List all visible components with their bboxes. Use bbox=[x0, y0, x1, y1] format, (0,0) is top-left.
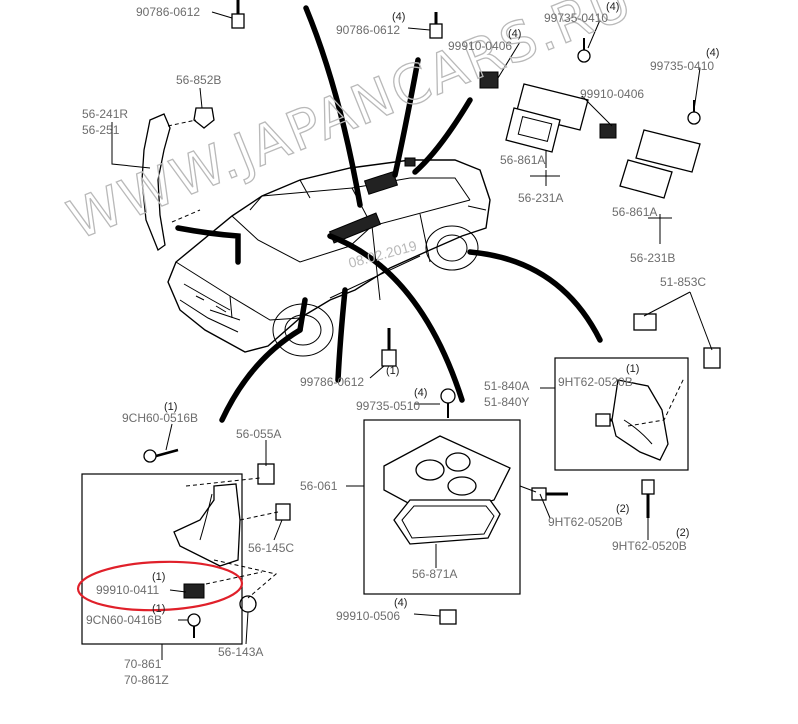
qty-99910-0411: (1) bbox=[152, 571, 165, 583]
clip-nut-icon bbox=[183, 583, 205, 599]
callout-lines bbox=[111, 11, 713, 660]
bolt-icon bbox=[143, 448, 179, 463]
label-9CH60[interactable]: 9CH60-0516B bbox=[122, 411, 198, 425]
screw-icon bbox=[687, 100, 701, 125]
fasteners bbox=[143, 0, 721, 638]
label-56-251[interactable]: 56-251 bbox=[82, 123, 120, 137]
floor-cover-part bbox=[383, 435, 511, 519]
qty-9HT62-right-b: (2) bbox=[676, 527, 689, 539]
qty-9CN60: (1) bbox=[152, 603, 165, 615]
label-56-231B[interactable]: 56-231B bbox=[630, 251, 675, 265]
label-51-840Y[interactable]: 51-840Y bbox=[484, 395, 529, 409]
label-56-852B[interactable]: 56-852B bbox=[176, 73, 221, 87]
qty-9CH60: (1) bbox=[164, 401, 177, 413]
large-parts bbox=[141, 83, 701, 567]
mud-flap-part bbox=[173, 483, 241, 567]
qty-99735-0510: (4) bbox=[414, 387, 427, 399]
label-56-241R[interactable]: 56-241R bbox=[82, 107, 128, 121]
clip-nut-icon bbox=[633, 313, 657, 331]
label-56-143A[interactable]: 56-143A bbox=[218, 645, 263, 659]
clip-nut-icon bbox=[703, 347, 721, 369]
qty-99910-0506: (4) bbox=[394, 597, 407, 609]
label-99910-0506[interactable]: 99910-0506 bbox=[336, 609, 400, 623]
seal-part bbox=[393, 499, 501, 545]
push-clip-icon bbox=[257, 463, 275, 485]
label-56-145C[interactable]: 56-145C bbox=[248, 541, 294, 555]
label-51-853C[interactable]: 51-853C bbox=[660, 275, 706, 289]
label-99735-top[interactable]: 99735-0410 bbox=[544, 11, 608, 25]
qty-99786: (1) bbox=[386, 365, 399, 377]
label-56-871A[interactable]: 56-871A bbox=[412, 567, 457, 581]
mud-flap-part bbox=[611, 379, 669, 461]
label-9CN60[interactable]: 9CN60-0416B bbox=[86, 613, 162, 627]
bolt-icon bbox=[641, 479, 655, 518]
bolt-icon bbox=[231, 0, 245, 29]
label-70-861[interactable]: 70-861 bbox=[124, 657, 162, 671]
screw-icon bbox=[577, 38, 591, 63]
rear-mud-flap-detail-box bbox=[554, 357, 689, 471]
cover-detail-box bbox=[363, 419, 521, 595]
clip-nut-icon bbox=[439, 609, 457, 625]
label-90786-right[interactable]: 90786-0612 bbox=[336, 23, 400, 37]
push-clip-icon bbox=[193, 107, 215, 129]
rivet-icon bbox=[275, 503, 291, 521]
clip-nut-icon bbox=[599, 123, 617, 139]
part-labels: 90786-0612 90786-0612 (4) 99735-0410 (4)… bbox=[82, 1, 719, 687]
bolt-icon bbox=[531, 487, 568, 501]
label-99910-0411[interactable]: 99910-0411 bbox=[96, 583, 159, 597]
label-70-861Z[interactable]: 70-861Z bbox=[124, 673, 169, 687]
screw-icon bbox=[440, 388, 456, 418]
label-56-061[interactable]: 56-061 bbox=[300, 479, 338, 493]
qty-9HT62-right-a: (2) bbox=[616, 503, 629, 515]
label-51-840A[interactable]: 51-840A bbox=[484, 379, 529, 393]
label-99735-right[interactable]: 99735-0410 bbox=[650, 59, 714, 73]
label-56-231A[interactable]: 56-231A bbox=[518, 191, 563, 205]
label-90786-top[interactable]: 90786-0612 bbox=[136, 5, 200, 19]
label-9HT62-right[interactable]: 9HT62-0520B bbox=[612, 539, 687, 553]
vehicle-illustration bbox=[167, 157, 491, 357]
gasket-part bbox=[635, 129, 701, 173]
highlight-ellipse bbox=[76, 560, 244, 612]
label-56-861A-b[interactable]: 56-861A bbox=[612, 205, 657, 219]
bolt-icon bbox=[381, 328, 397, 367]
label-99910-0406-a[interactable]: 99910-0406 bbox=[448, 39, 512, 53]
label-9HT62-left[interactable]: 9HT62-0520B bbox=[548, 515, 623, 529]
screw-icon bbox=[187, 613, 201, 638]
label-99910-0406-b[interactable]: 99910-0406 bbox=[580, 87, 644, 101]
qty-99910-0406-a: (4) bbox=[508, 28, 521, 40]
qty-99735-right: (4) bbox=[706, 47, 719, 59]
clip-nut-icon bbox=[479, 71, 499, 89]
bolt-icon bbox=[429, 12, 443, 39]
leader-arrows bbox=[175, 5, 603, 423]
label-9HT62-box[interactable]: 9HT62-0520B bbox=[558, 375, 633, 389]
detail-boxes bbox=[81, 357, 689, 645]
label-99735-0510[interactable]: 99735-0510 bbox=[356, 399, 420, 413]
label-99786[interactable]: 99786-0612 bbox=[300, 375, 364, 389]
qty-99735-top: (4) bbox=[606, 1, 619, 13]
label-56-861A-a[interactable]: 56-861A bbox=[500, 153, 545, 167]
qty-9HT62-box: (1) bbox=[626, 363, 639, 375]
qty-90786-right: (4) bbox=[392, 11, 405, 23]
label-56-055A[interactable]: 56-055A bbox=[236, 427, 281, 441]
